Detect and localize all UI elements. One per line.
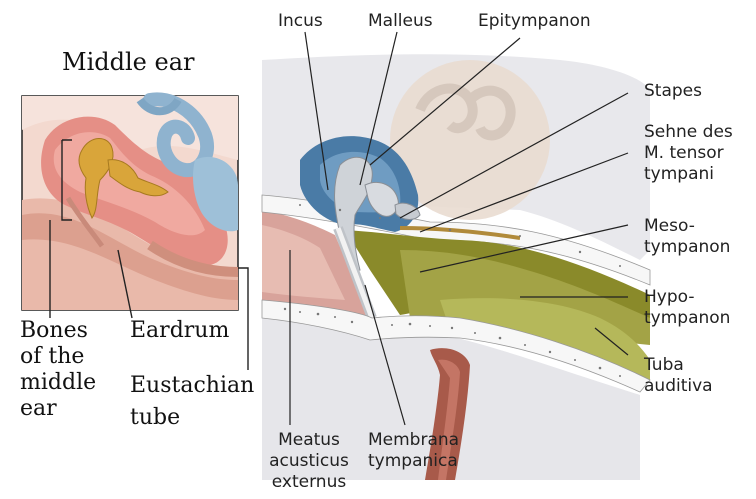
tensor-label-line: M. tensor	[644, 143, 733, 164]
eustachian-leader-line	[238, 268, 248, 370]
mesotympanon-label-line: Meso-	[644, 216, 730, 237]
bones-label-line: middle	[20, 370, 96, 396]
bones-label-line: ear	[20, 396, 96, 422]
tuba-label-line: Tuba	[644, 355, 713, 376]
incus-label: Incus	[278, 11, 323, 32]
hypotympanon-label-line: Hypo-	[644, 287, 730, 308]
membrana-label-line: Membrana	[368, 430, 459, 451]
hypotympanon-label-line: tympanon	[644, 308, 730, 329]
eardrum-label: Eardrum	[130, 318, 229, 343]
eustachian-label-line: tube	[130, 402, 254, 434]
membrana-label: Membrana tympanica	[368, 430, 459, 472]
tuba-label-line: auditiva	[644, 376, 713, 397]
bones-label-line: Bones	[20, 318, 96, 344]
hypotympanon-label: Hypo- tympanon	[644, 287, 730, 329]
tensor-label-line: Sehne des	[644, 122, 733, 143]
tensor-label-line: tympani	[644, 164, 733, 185]
mesotympanon-label: Meso- tympanon	[644, 216, 730, 258]
epitympanon-label: Epitympanon	[478, 11, 591, 32]
tuba-label: Tuba auditiva	[644, 355, 713, 397]
meatus-label-line: Meatus	[262, 430, 356, 451]
mesotympanon-label-line: tympanon	[644, 237, 730, 258]
tensor-label: Sehne des M. tensor tympani	[644, 122, 733, 185]
meatus-label-line: acusticus	[262, 451, 356, 472]
middle-ear-title: Middle ear	[62, 48, 194, 76]
meatus-label: Meatus acusticus externus	[262, 430, 356, 493]
eustachian-label-line: Eustachian	[130, 370, 254, 402]
membrana-label-line: tympanica	[368, 451, 459, 472]
malleus-label: Malleus	[368, 11, 433, 32]
stapes-label: Stapes	[644, 81, 702, 102]
tympanic-cavity-section	[262, 32, 650, 480]
bones-label: Bones of the middle ear	[20, 318, 96, 422]
bones-label-line: of the	[20, 344, 96, 370]
eustachian-label: Eustachian tube	[130, 370, 254, 434]
meatus-label-line: externus	[262, 472, 356, 493]
